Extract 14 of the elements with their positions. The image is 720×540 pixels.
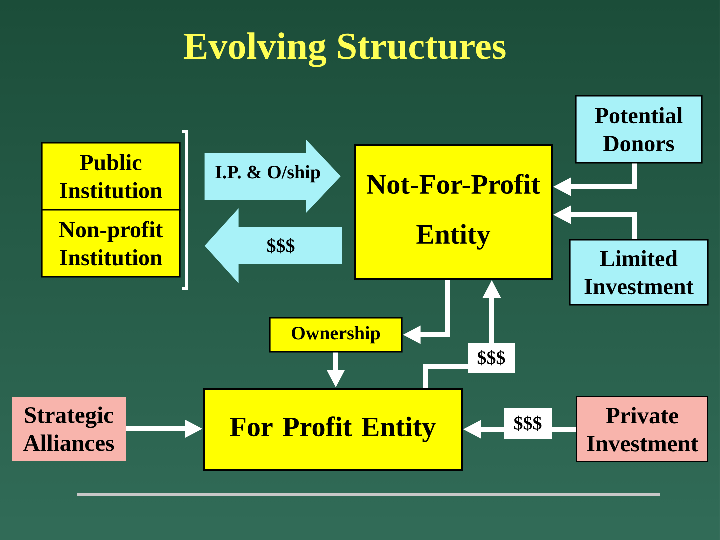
process-box: Non-profit Institution [41, 209, 181, 278]
edge-label: $$$ [468, 343, 515, 373]
process-box: Ownership [269, 317, 403, 353]
process-box: Potential Donors [575, 95, 703, 164]
edge-label: I.P. & O/ship [214, 164, 322, 184]
title: Evolving Structures [184, 32, 506, 68]
process-box: Public Institution [41, 142, 181, 211]
edge-label: $$$ [266, 237, 296, 255]
process-box: Strategic Alliances [12, 396, 126, 461]
process-box: Not-For-Profit Entity [354, 144, 553, 280]
edge-label: $$$ [504, 408, 552, 439]
process-box: For Profit Entity [203, 388, 463, 471]
process-box: Private Investment [576, 396, 708, 462]
process-box: Limited Investment [569, 239, 709, 306]
